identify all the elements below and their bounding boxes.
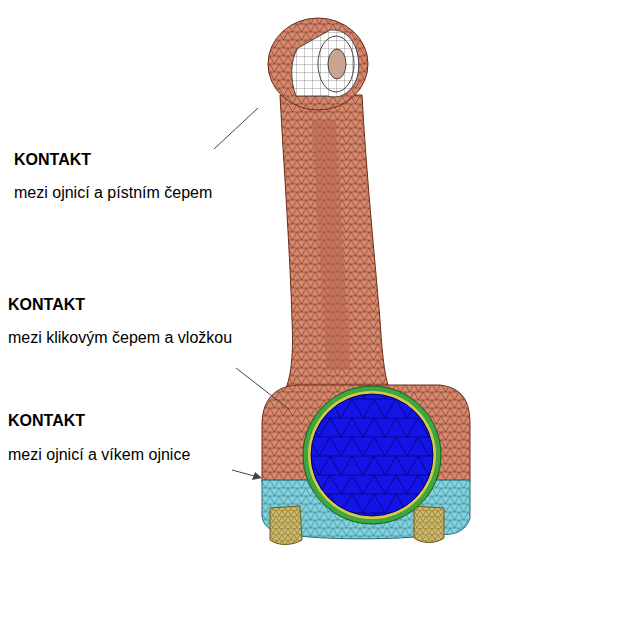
crank-pin xyxy=(303,386,441,524)
arrow-head xyxy=(252,472,262,480)
leader-line xyxy=(236,368,290,410)
rod-shank xyxy=(280,95,392,395)
callout-heading: KONTAKT xyxy=(8,411,85,430)
leader-lines xyxy=(214,108,290,480)
callout-text: mezi klikovým čepem a vložkou xyxy=(8,328,232,347)
callout-heading: KONTAKT xyxy=(8,295,85,314)
leader-line xyxy=(214,108,258,149)
callout-heading: KONTAKT xyxy=(14,150,91,169)
small-end xyxy=(268,18,368,110)
callout-text: mezi ojnicí a víkem ojnice xyxy=(8,445,190,464)
callout-text: mezi ojnicí a pístním čepem xyxy=(14,183,212,202)
